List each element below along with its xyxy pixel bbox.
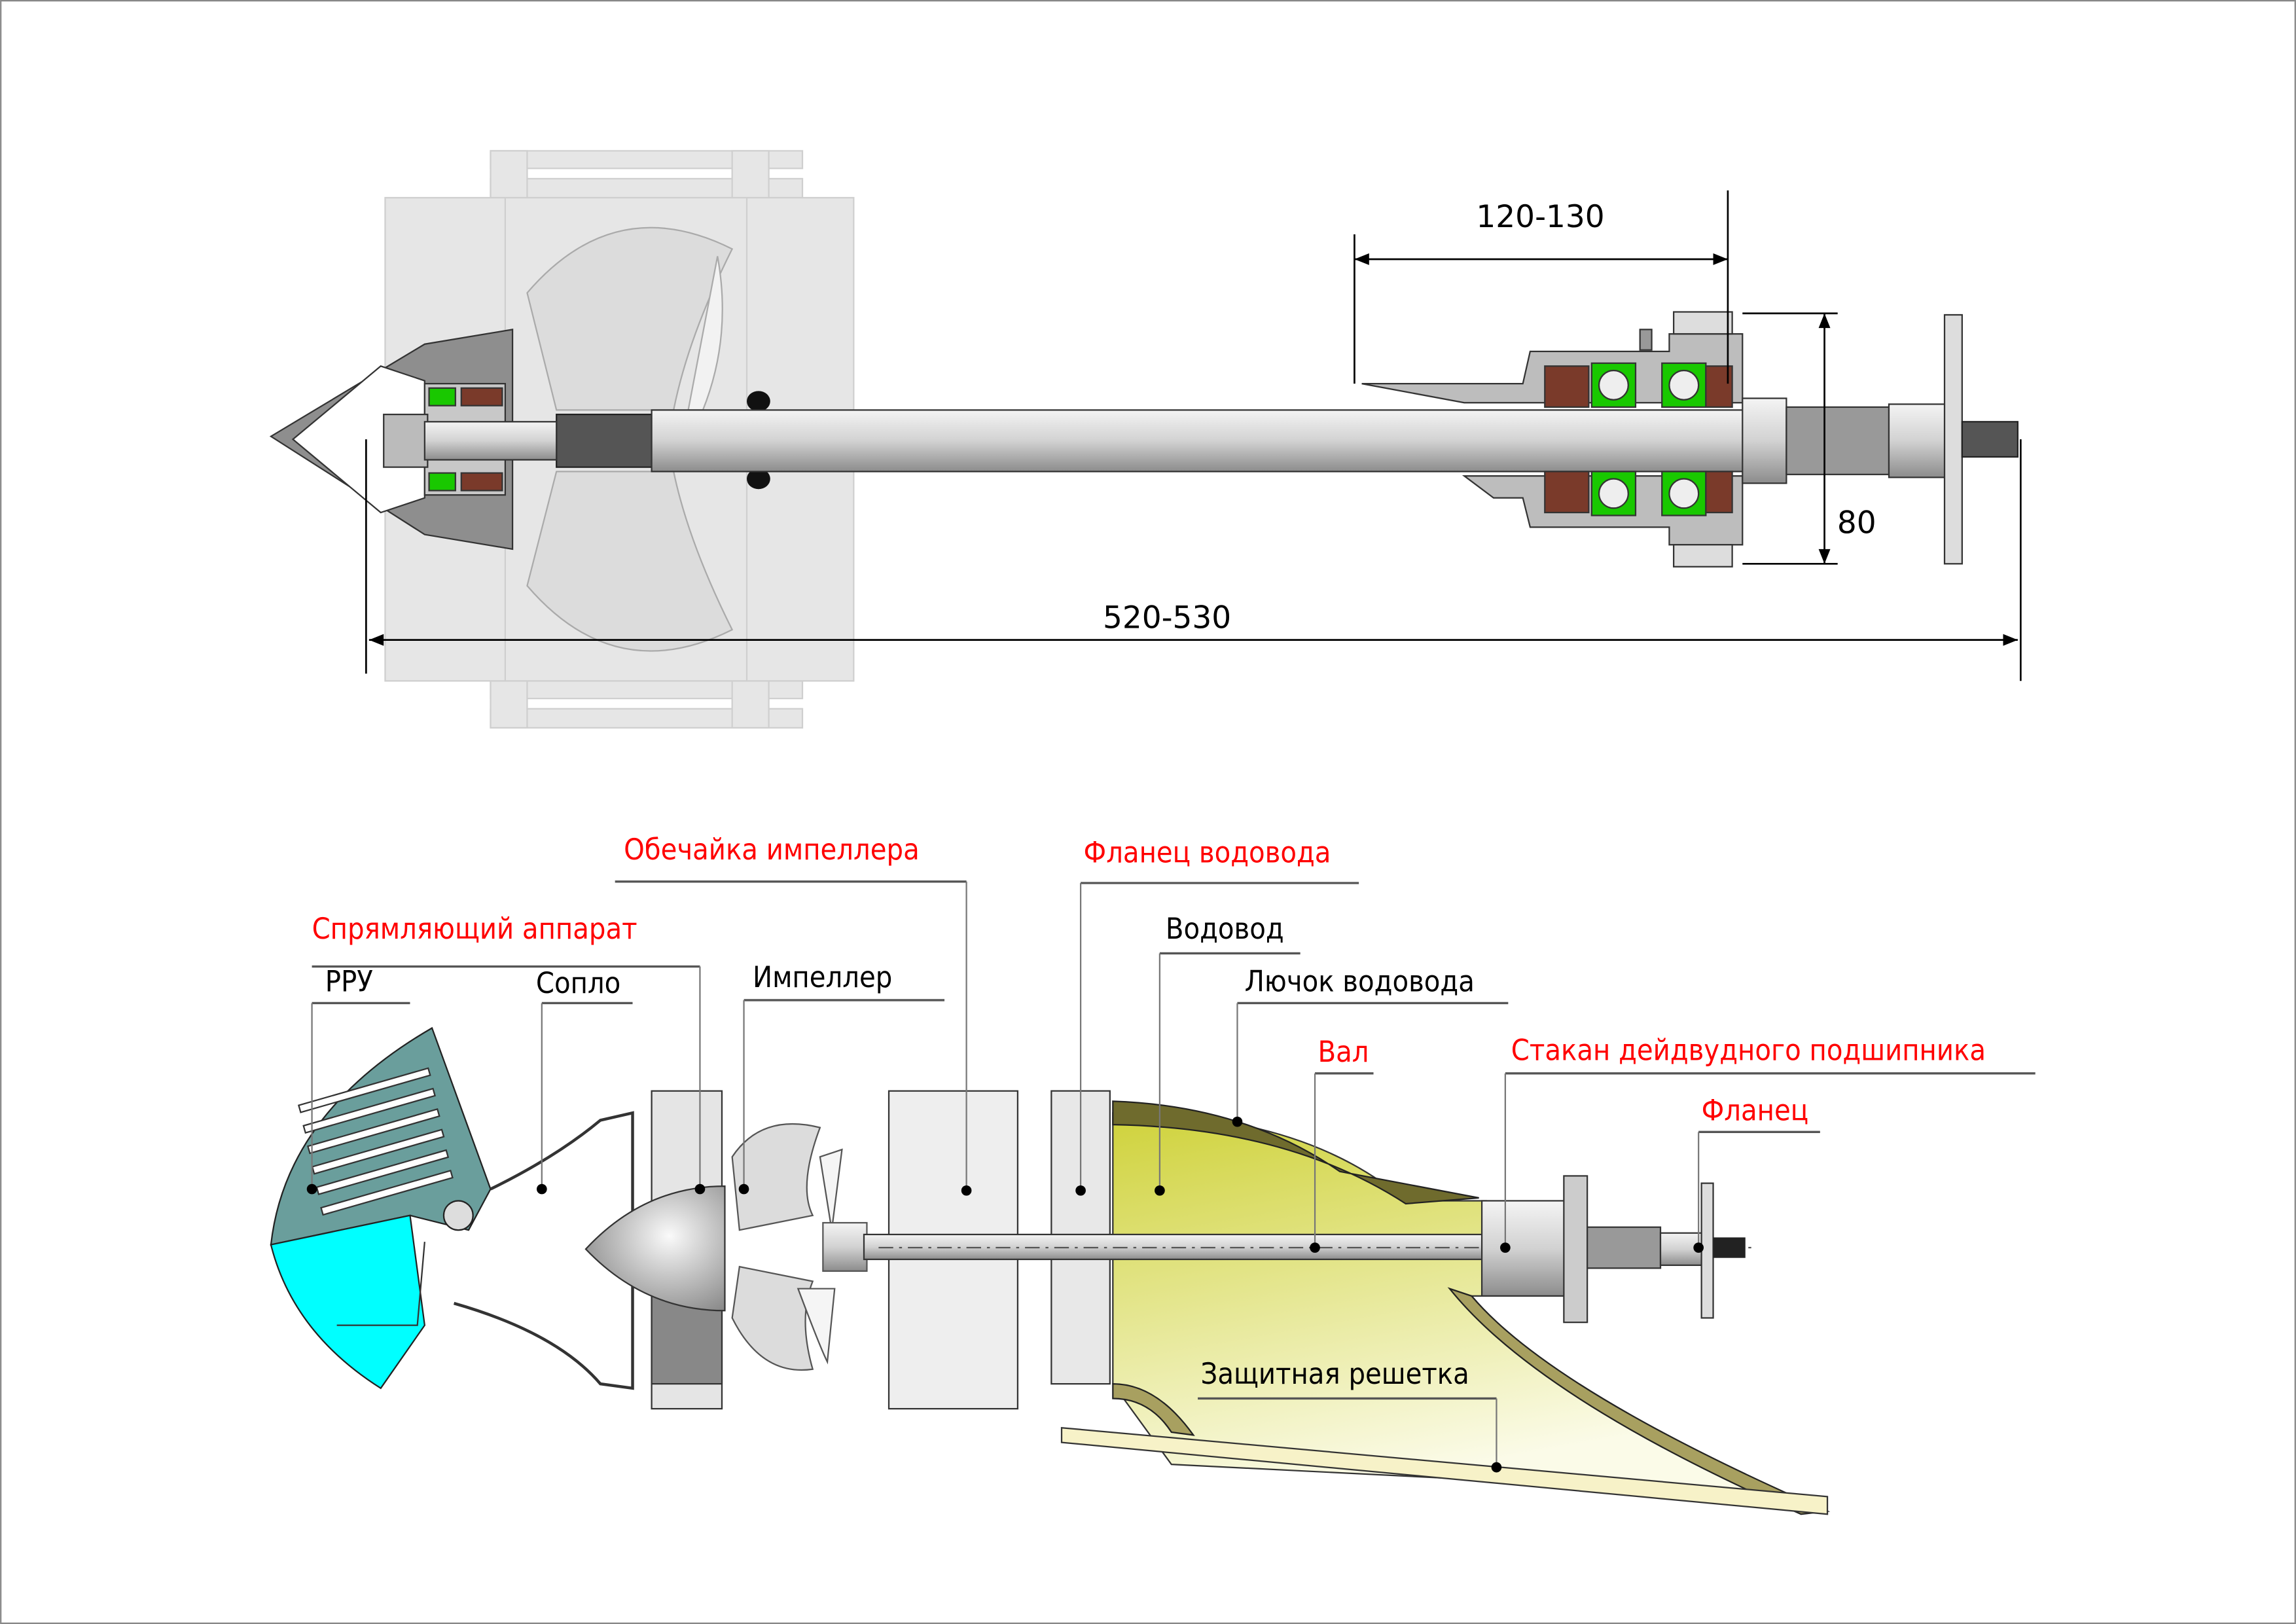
bearing-housing xyxy=(1361,311,1744,568)
rpu-grille xyxy=(297,1067,454,1216)
impeller-blades xyxy=(526,226,734,652)
label-duct-hatch: Лючок водовода xyxy=(1245,964,1475,999)
rpu-rod xyxy=(336,1242,425,1326)
label-nozzle: Сопло xyxy=(536,965,620,1000)
protective-grate xyxy=(1060,1426,1829,1515)
hub-bolt xyxy=(747,468,770,490)
duct-lower-lip xyxy=(1112,1382,1195,1436)
bearing-cup-flange xyxy=(1563,1175,1588,1324)
threaded-section xyxy=(556,413,653,468)
label-duct: Водовод xyxy=(1166,911,1284,946)
shaft xyxy=(651,409,1751,473)
label-impeller-shroud: Обечайка импеллера xyxy=(624,832,920,867)
label-bearing-cup: Стакан дейдвудного подшипника xyxy=(1511,1033,1986,1068)
flange-hub xyxy=(1888,403,1948,478)
leader-lines xyxy=(306,880,2036,1473)
dimension-flange-height: 80 xyxy=(1837,505,1876,541)
label-stator: Спрямляющий аппарат xyxy=(312,911,637,946)
flange-plate xyxy=(1700,1182,1714,1319)
duct-hatch xyxy=(1112,1100,1479,1205)
labels: Спрямляющий аппарат РРУ Сопло Импеллер О… xyxy=(312,832,1986,1391)
dimension-lines xyxy=(365,190,2022,681)
hub-bolt xyxy=(747,391,770,412)
impeller xyxy=(731,1123,868,1371)
coupling-nut xyxy=(1742,397,1787,484)
dimension-bearing-length: 120-130 xyxy=(1476,199,1604,235)
nut xyxy=(383,413,429,468)
flange-plate xyxy=(1943,314,1963,565)
label-duct-flange: Фланец водовода xyxy=(1084,835,1331,870)
dimension-overall-length: 520-530 xyxy=(1103,600,1231,636)
rpu-pivot xyxy=(442,1200,474,1231)
stator-cone xyxy=(584,1185,726,1312)
label-impeller: Импеллер xyxy=(753,960,892,994)
label-grate: Защитная решетка xyxy=(1201,1356,1469,1391)
spline-coupling xyxy=(1587,1226,1662,1269)
label-rpu: РРУ xyxy=(325,964,373,999)
label-shaft: Вал xyxy=(1318,1034,1369,1069)
end-thread xyxy=(1713,1237,1746,1258)
spline xyxy=(1785,406,1890,475)
bearing-cup xyxy=(1480,1200,1568,1297)
top-assembly-drawing: 120-130 80 520-530 xyxy=(269,150,2022,729)
end-thread xyxy=(1961,421,2018,458)
nozzle xyxy=(453,1111,634,1390)
rpu-reverse-bucket xyxy=(270,1214,426,1390)
shaft-front xyxy=(423,421,558,461)
label-flange: Фланец xyxy=(1702,1092,1809,1127)
duct-wall xyxy=(1447,1287,1831,1515)
